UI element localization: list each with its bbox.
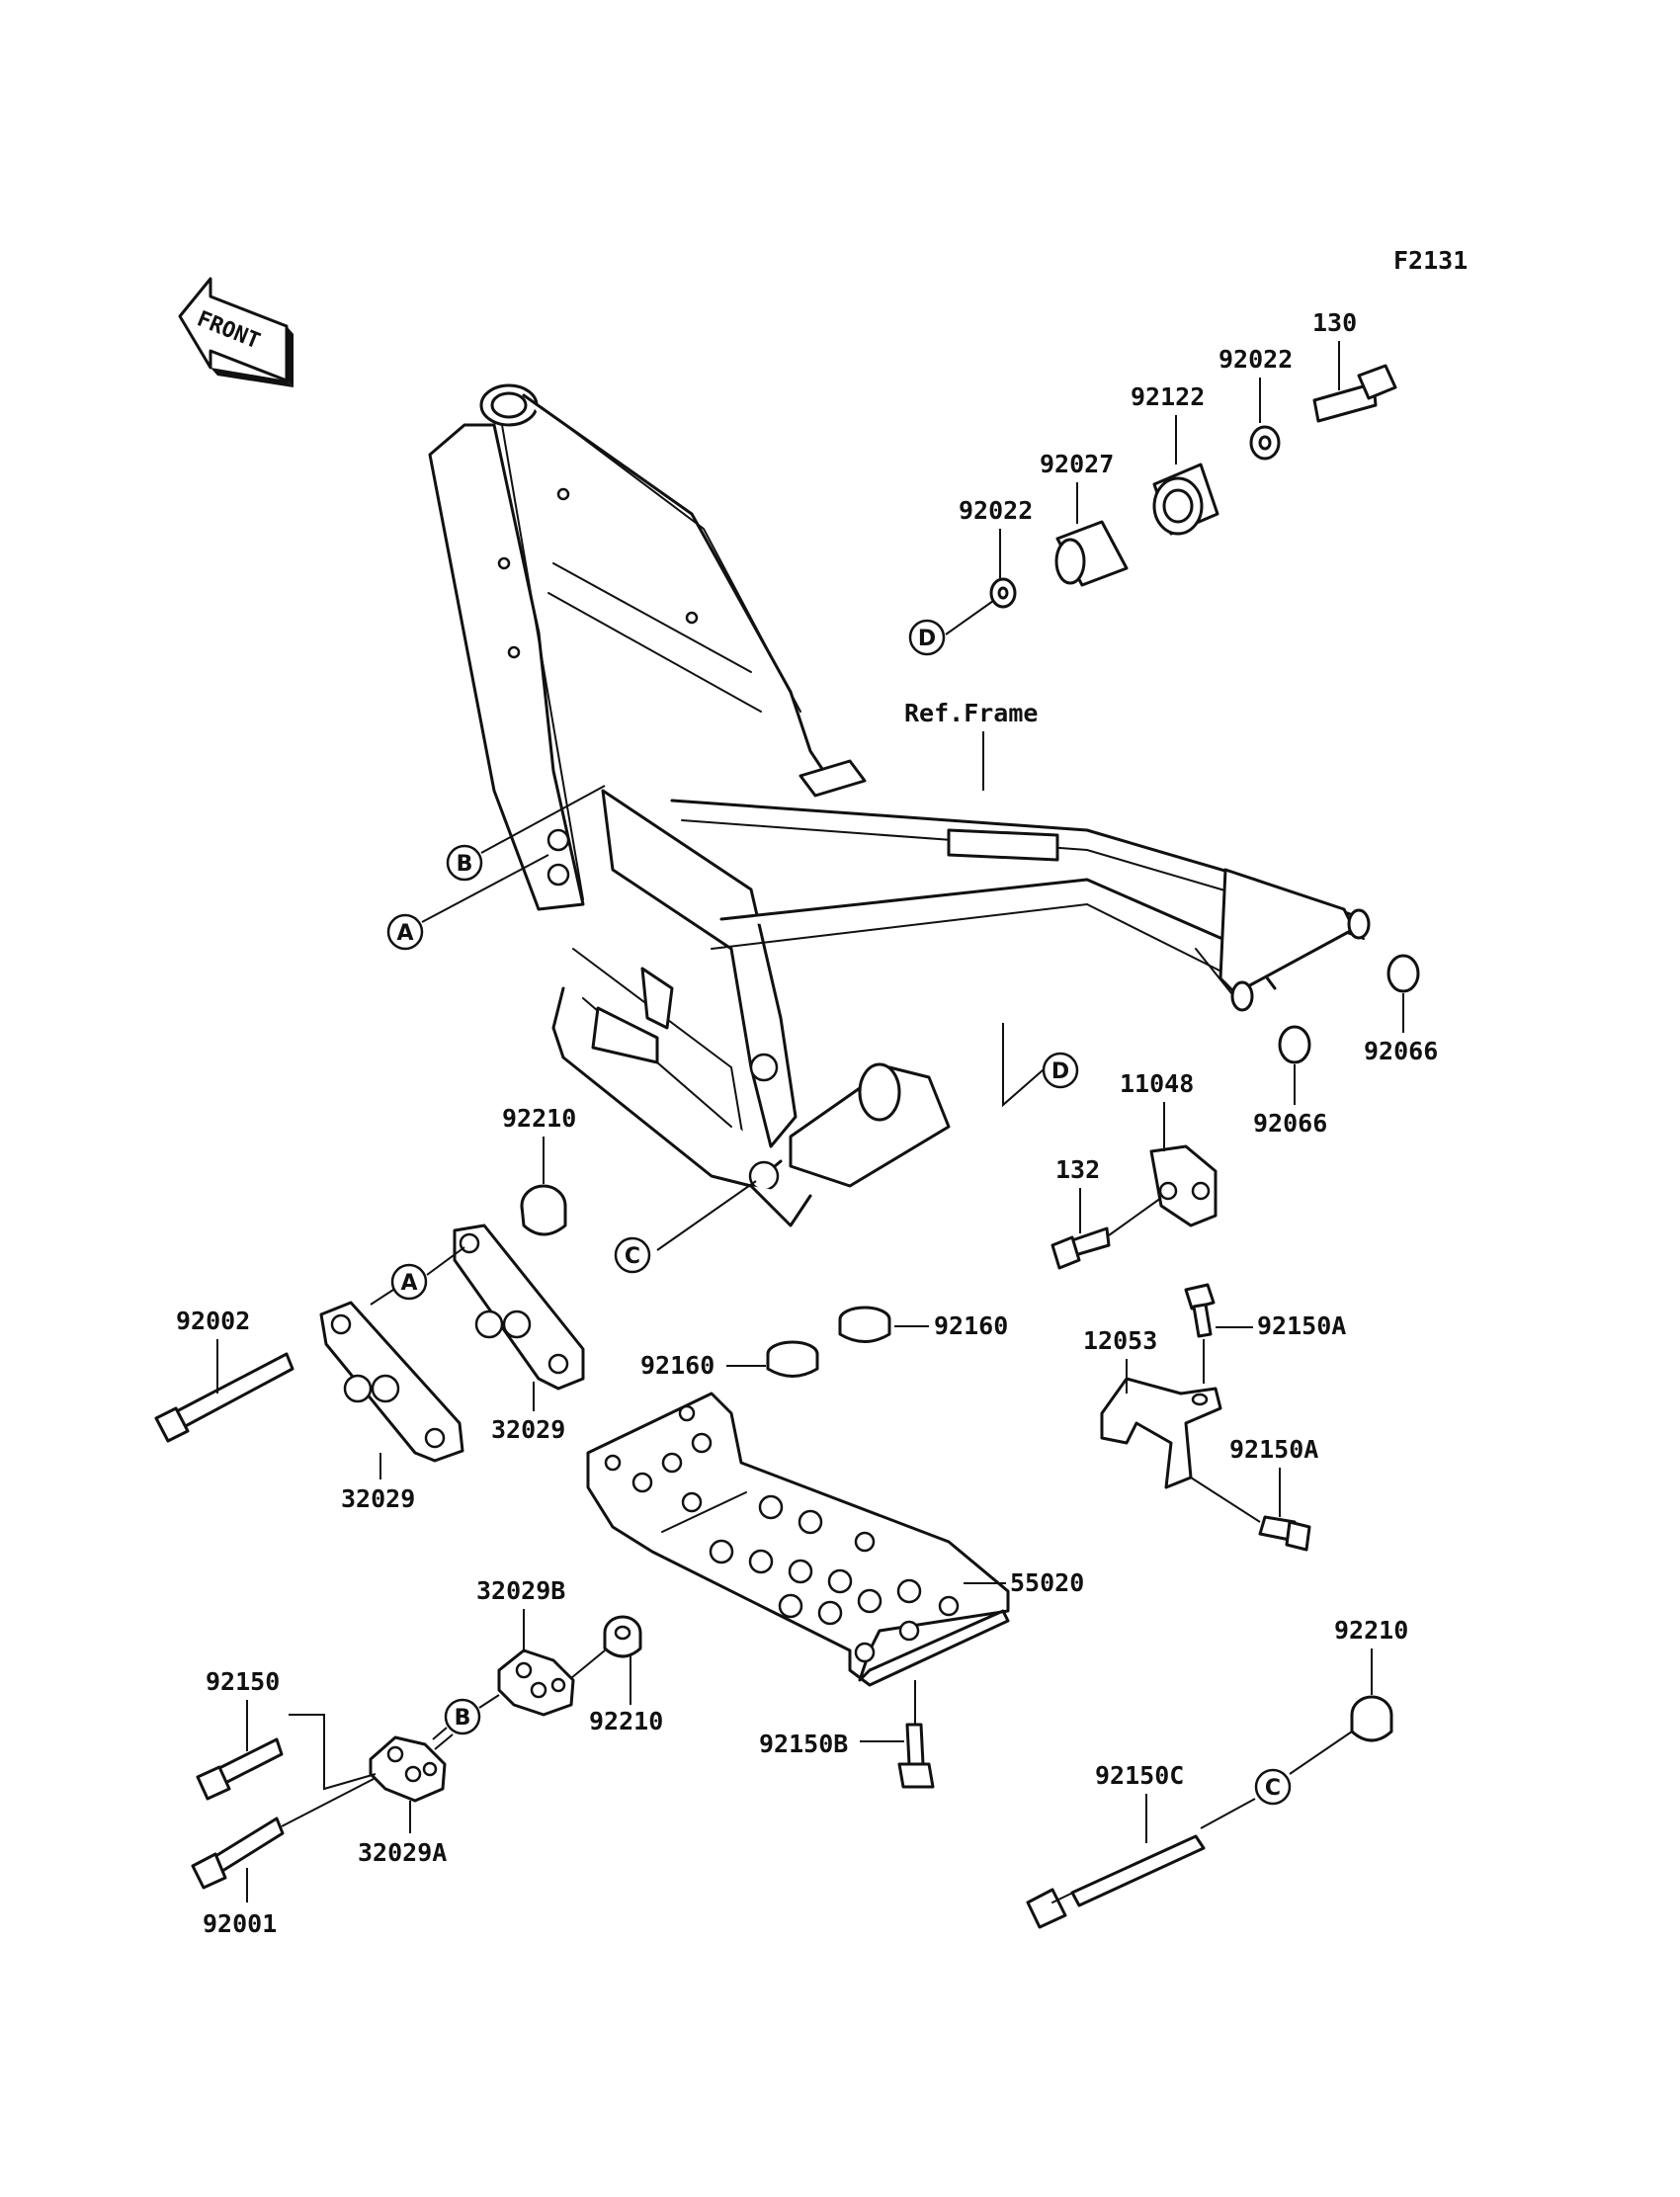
ref-c-lower-marker: C [1254, 1768, 1292, 1806]
plate-32029-right-part [453, 1224, 585, 1391]
bolt-130-part [1312, 364, 1397, 423]
part-92210-right: 92210 [1334, 1616, 1408, 1645]
svg-text:C: C [625, 1244, 640, 1269]
part-92122: 92122 [1131, 382, 1205, 411]
plug-92160-right-part [838, 1306, 891, 1343]
part-92001: 92001 [203, 1909, 277, 1938]
part-92150c: 92150C [1095, 1761, 1184, 1790]
ref-b-frame-marker: B [446, 844, 483, 882]
collar-92210-mid-part [603, 1615, 642, 1658]
bolt-92150a-bot-part [1258, 1515, 1311, 1552]
svg-text:A: A [396, 921, 413, 946]
ref-b-lower-marker: B [444, 1698, 481, 1735]
motorcycle-frame [428, 383, 1371, 1227]
bolt-92150-part [196, 1737, 284, 1801]
ref-d-top-marker: D [908, 619, 946, 656]
bolt-92150c-part [1026, 1834, 1206, 1929]
ref-d-right-marker: D [1042, 1052, 1079, 1089]
part-32029-left: 32029 [341, 1484, 415, 1513]
skid-plate-55020-part [586, 1392, 1010, 1687]
bracket-11048-part [1149, 1144, 1218, 1227]
part-32029-right: 32029 [491, 1415, 565, 1444]
plate-32029a-part [369, 1735, 447, 1803]
svg-text:D: D [1051, 1059, 1069, 1084]
bolt-92002-part [154, 1352, 294, 1443]
figure-code: F2131 [1393, 246, 1468, 275]
svg-text:A: A [400, 1271, 417, 1296]
plate-32029-left-part [319, 1301, 464, 1463]
part-92066-mid: 92066 [1253, 1109, 1327, 1138]
part-92150a-bot: 92150A [1229, 1435, 1318, 1464]
part-92150: 92150 [206, 1667, 280, 1696]
part-92002: 92002 [176, 1307, 250, 1335]
ref-c-frame-marker: C [614, 1236, 651, 1274]
bushing-92122-part [1152, 463, 1219, 536]
front-arrow-icon: FRONT [178, 277, 294, 387]
svg-text:D: D [918, 627, 936, 651]
bolt-132-part [1050, 1226, 1111, 1270]
ref-a-frame-marker: A [386, 913, 424, 951]
collar-92210-top-part [520, 1184, 567, 1236]
collar-92027-part [1054, 520, 1129, 587]
part-92160-left: 92160 [640, 1351, 714, 1380]
part-11048: 11048 [1120, 1069, 1194, 1098]
svg-text:B: B [455, 1706, 471, 1731]
clamp-12053-part [1100, 1377, 1222, 1489]
part-55020: 55020 [1010, 1568, 1084, 1597]
bolt-92150a-top-part [1184, 1283, 1216, 1338]
svg-text:C: C [1265, 1776, 1281, 1801]
part-92022-top: 92022 [1218, 345, 1293, 374]
part-32029a: 32029A [358, 1838, 447, 1867]
part-92160-right: 92160 [934, 1311, 1008, 1340]
collar-92210-right-part [1350, 1695, 1393, 1742]
bolt-92001-part [191, 1817, 285, 1890]
ref-a-plates-marker: A [390, 1263, 428, 1301]
part-32029b: 32029B [476, 1576, 565, 1605]
bolt-92150b-part [897, 1723, 935, 1789]
part-92210-mid: 92210 [589, 1707, 663, 1735]
part-92210-top: 92210 [502, 1104, 576, 1133]
ref-frame-label: Ref.Frame [904, 699, 1038, 727]
part-12053: 12053 [1083, 1326, 1157, 1355]
part-130: 130 [1312, 308, 1357, 337]
plug-92160-left-part [766, 1340, 819, 1378]
part-92150b: 92150B [759, 1730, 848, 1758]
cap-92066-mid-part [1278, 1025, 1311, 1064]
part-92066-right: 92066 [1364, 1037, 1438, 1065]
cap-92066-right-part [1386, 954, 1420, 993]
part-92022-left: 92022 [959, 496, 1033, 525]
part-92150a-top: 92150A [1257, 1311, 1346, 1340]
plate-32029b-part [497, 1648, 575, 1717]
part-132: 132 [1055, 1155, 1100, 1184]
part-92027: 92027 [1040, 450, 1114, 478]
svg-text:B: B [457, 852, 473, 877]
